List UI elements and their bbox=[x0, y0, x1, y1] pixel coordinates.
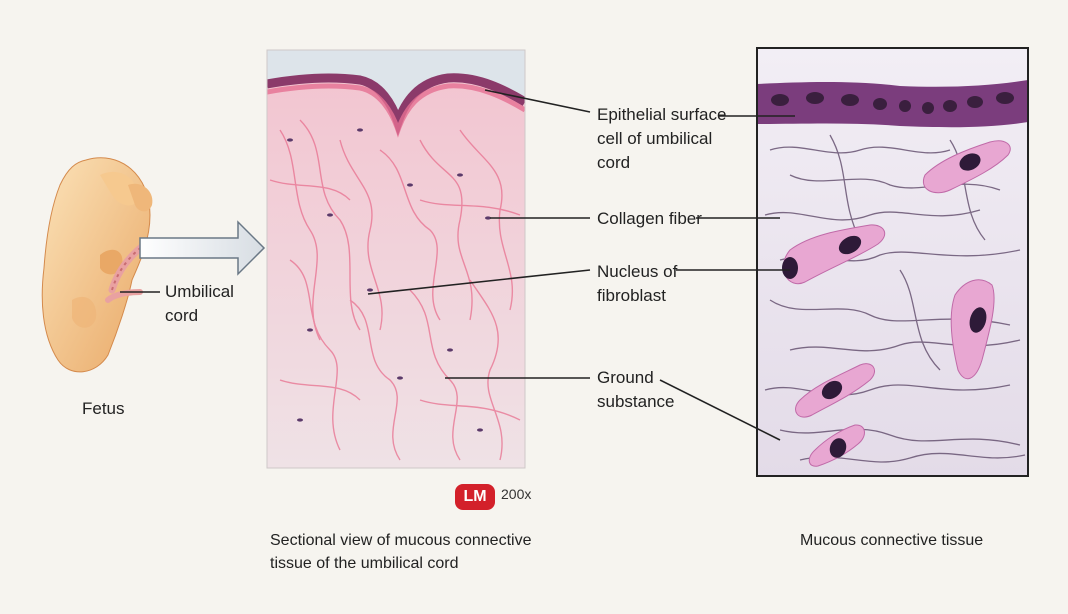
magnify-arrow bbox=[140, 222, 264, 274]
label-ground-substance: Ground substance bbox=[597, 366, 675, 414]
label-nucleus-of-fibroblast: Nucleus of fibroblast bbox=[597, 260, 677, 308]
lm-badge: LM bbox=[455, 484, 495, 510]
fetus-illustration bbox=[42, 158, 152, 372]
caption-micrograph: Sectional view of mucous connective tiss… bbox=[270, 529, 531, 575]
tissue-illustration bbox=[757, 48, 1028, 476]
label-fetus: Fetus bbox=[82, 397, 125, 421]
caption-illustration: Mucous connective tissue bbox=[800, 529, 983, 552]
micrograph-image bbox=[267, 50, 525, 468]
label-collagen-fiber: Collagen fiber bbox=[597, 207, 702, 231]
label-epithelial-surface-cell: Epithelial surface cell of umbilical cor… bbox=[597, 103, 726, 175]
label-umbilical-cord: Umbilical cord bbox=[165, 280, 234, 328]
magnification-label: 200x bbox=[501, 486, 531, 502]
